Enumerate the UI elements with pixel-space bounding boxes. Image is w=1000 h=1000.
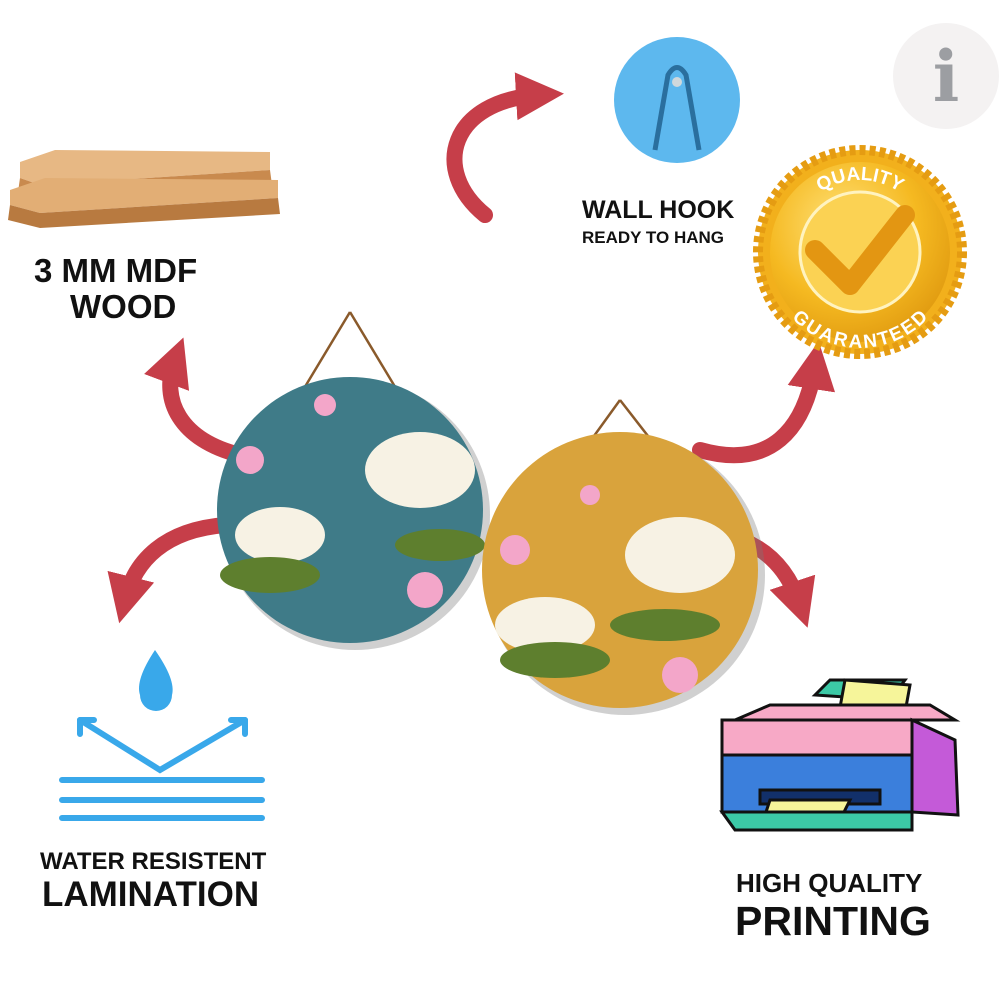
wood-planks-icon — [8, 150, 280, 228]
teal-cow-plaque — [217, 311, 490, 650]
mustard-cow-plaque — [482, 399, 765, 715]
arrow-to-hook — [446, 72, 564, 223]
water-label-line1: WATER RESISTENT — [40, 848, 267, 875]
brand-logo: i — [893, 23, 999, 129]
water-label-line2: LAMINATION — [42, 875, 260, 914]
water-resistant-icon — [59, 650, 265, 821]
water-drop-icon — [139, 650, 173, 711]
printing-label-line2: PRINTING — [735, 898, 931, 944]
printing-label-line1: HIGH QUALITY — [736, 868, 923, 898]
wood-label-line2: WOOD — [70, 288, 177, 325]
wood-label-line1: 3 MM MDF — [34, 252, 198, 289]
printer-icon — [719, 678, 961, 832]
hook-title: WALL HOOK — [582, 196, 735, 224]
arrow-to-water — [107, 517, 233, 624]
arrow-to-wood — [144, 337, 248, 463]
hook-subtitle: READY TO HANG — [582, 228, 725, 247]
wall-hook-icon — [614, 37, 740, 163]
checkmark-icon — [805, 205, 915, 295]
quality-guaranteed-badge: QUALITY GUARANTEED — [753, 145, 967, 359]
logo-letter: i — [932, 34, 960, 118]
arrow-to-quality — [692, 341, 836, 463]
